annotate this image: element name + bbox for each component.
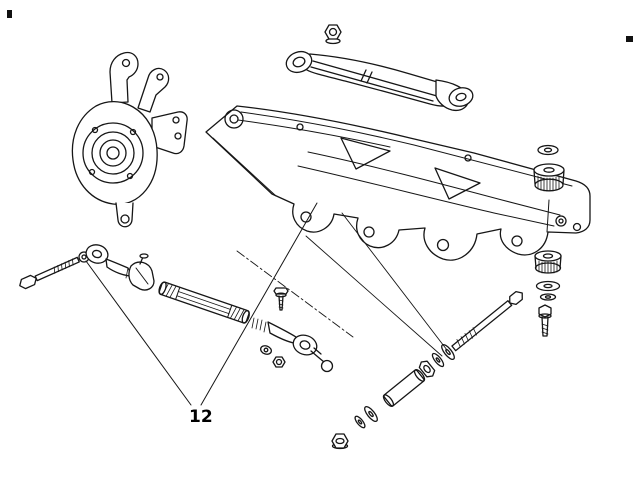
adjusting-sleeve-icon xyxy=(158,281,250,324)
callout-label-12: 12 xyxy=(189,407,213,427)
chain-washers-upper-icon xyxy=(431,344,455,368)
short-bolt-right-icon xyxy=(538,304,552,337)
ball-stud-icon xyxy=(310,347,334,373)
clamp-icon xyxy=(128,253,155,291)
assembly-axis-line xyxy=(236,250,354,338)
flange-nut-top-icon xyxy=(324,24,342,45)
callout-leader-right xyxy=(200,202,318,406)
washer-upper-right-icon xyxy=(537,144,559,156)
washer-stack-right-icon xyxy=(535,280,561,301)
clamp-bolt-icon xyxy=(273,287,289,311)
registration-mark-right xyxy=(626,36,633,42)
chain-nut-icon xyxy=(418,360,436,378)
subframe-crossmember-icon xyxy=(205,105,591,261)
ribbed-bushing-upper-right-icon xyxy=(533,163,565,192)
registration-mark-left xyxy=(7,10,12,18)
flange-nut-bottom-icon xyxy=(331,433,349,450)
nut-under-rod-end-icon xyxy=(272,356,286,368)
long-bolt-right-icon xyxy=(451,290,523,352)
ribbed-bushing-lower-right-icon xyxy=(534,250,562,274)
callout-leader-left xyxy=(85,260,192,406)
pointer-line-right-a xyxy=(341,212,448,351)
long-bolt-left-icon xyxy=(19,256,80,290)
chain-washers-lower-icon xyxy=(354,406,378,429)
pointer-line-right-b xyxy=(305,235,443,357)
spacer-sleeve-icon xyxy=(382,369,426,407)
upper-link-arm-icon xyxy=(285,50,474,112)
washer-under-rod-end-icon xyxy=(260,345,272,355)
wheel-knuckle-icon xyxy=(71,51,188,228)
